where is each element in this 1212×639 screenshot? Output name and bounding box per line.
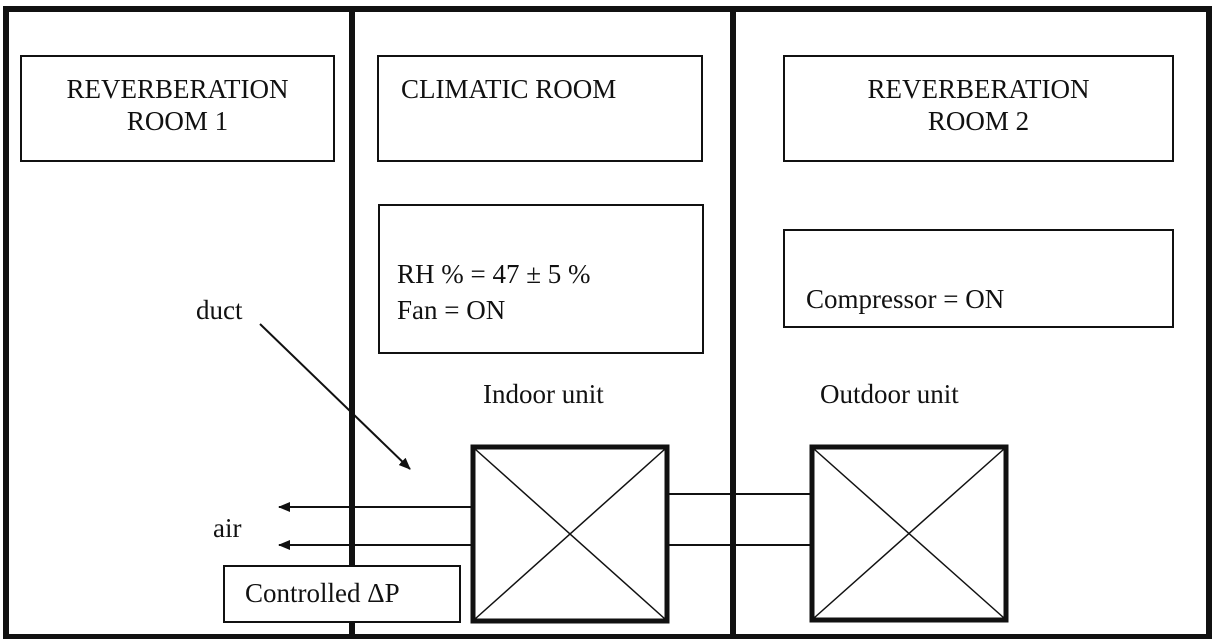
duct-label: duct [196,295,243,325]
outer-frame [3,6,1212,639]
room2-title-box [783,55,1174,162]
pressure-label: Controlled ΔP [245,578,400,608]
room1-title-line2: ROOM 1 [126,106,229,136]
indoor-unit-label: Indoor unit [483,379,604,409]
duct-leader-arrow [259,323,411,470]
room1-title: REVERBERATION ROOM 1 [21,73,334,137]
outdoor-unit-label: Outdoor unit [820,379,959,409]
humidity-setting: RH % = 47 ± 5 % [397,259,591,289]
fan-status: Fan = ON [397,295,506,325]
room2-title-line2: ROOM 2 [927,106,1030,136]
pressure-box [223,565,461,623]
room2-title: REVERBERATION ROOM 2 [784,73,1173,137]
indoor-unit-box [470,444,670,624]
compressor-status: Compressor = ON [806,284,1005,314]
indoor-unit-cross-b [474,448,666,620]
air-label: air [213,513,242,543]
room2-title-line1: REVERBERATION [867,74,1090,104]
climatic-room-title-box [377,55,703,162]
climatic-room-title: CLIMATIC ROOM [401,74,617,104]
outdoor-unit-cross-b [813,448,1005,619]
room1-title-line1: REVERBERATION [66,74,289,104]
indoor-conditions-box [378,204,704,354]
outdoor-conditions-box [783,229,1174,328]
room1-title-box [20,55,335,162]
outdoor-unit-box [809,444,1009,623]
